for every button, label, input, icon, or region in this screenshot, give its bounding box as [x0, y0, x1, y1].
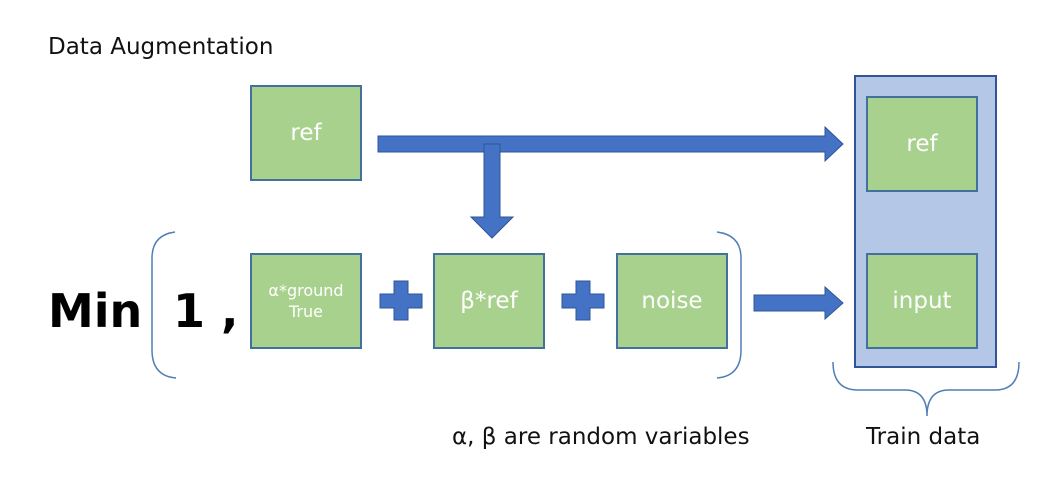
min-label: Min	[48, 284, 143, 338]
left-bracket	[151, 231, 177, 379]
plus-icon-1	[379, 280, 423, 321]
diagram-title: Data Augmentation	[48, 34, 274, 60]
train-input-label: input	[892, 288, 952, 314]
ref-source-box: ref	[250, 85, 362, 181]
train-ref-box: ref	[866, 96, 978, 192]
ref-to-train-arrow	[377, 125, 844, 163]
noise-label: noise	[641, 288, 703, 314]
beta-ref-box: β*ref	[433, 253, 545, 349]
beta-ref-label: β*ref	[460, 288, 518, 314]
true-label: True	[289, 302, 323, 321]
random-variables-note: α, β are random variables	[452, 424, 750, 450]
train-data-label: Train data	[866, 424, 981, 450]
alpha-ground-true-box: α*ground True	[250, 253, 362, 349]
ref-source-label: ref	[290, 120, 322, 146]
train-input-box: input	[866, 253, 978, 349]
alpha-ground-label: α*ground	[268, 281, 344, 300]
train-data-brace	[832, 361, 1020, 417]
train-ref-label: ref	[906, 131, 938, 157]
noise-box: noise	[616, 253, 728, 349]
sum-to-input-arrow	[753, 285, 844, 321]
plus-icon-2	[561, 280, 605, 321]
ref-down-arrow	[469, 143, 515, 239]
right-bracket	[716, 231, 742, 379]
one-label: 1 ,	[173, 284, 239, 338]
